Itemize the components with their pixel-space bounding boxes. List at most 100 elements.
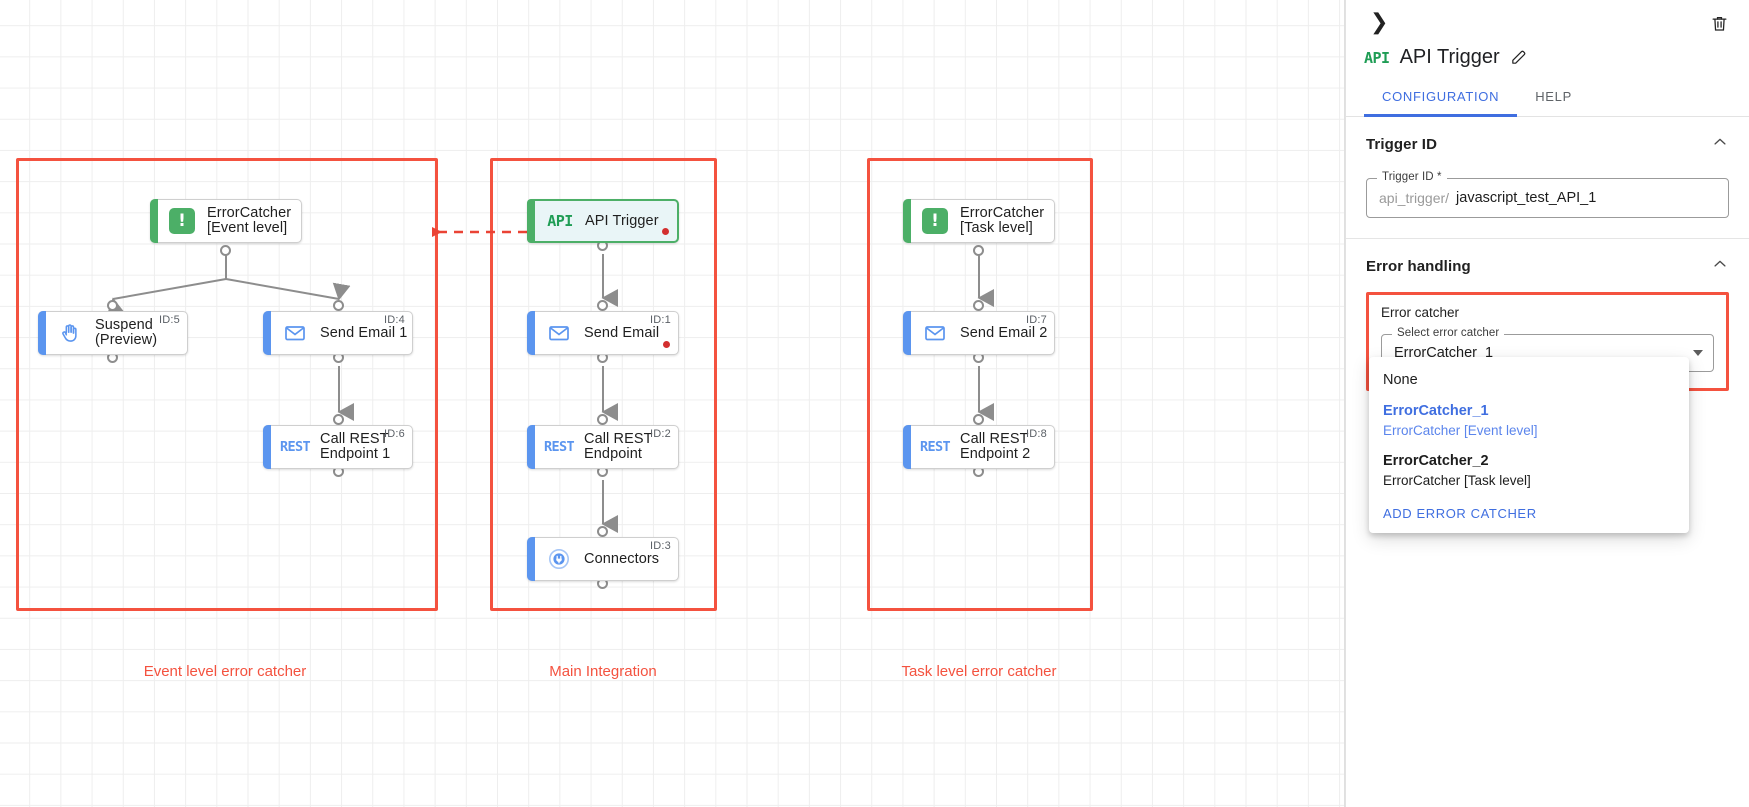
panel-tabs: CONFIGURATION HELP — [1346, 69, 1749, 117]
trash-icon[interactable] — [1708, 12, 1731, 35]
node-label: Call REST Endpoint — [584, 431, 653, 462]
dropdown-option-sublabel: ErrorCatcher [Task level] — [1383, 473, 1531, 488]
section-error-handling-header[interactable]: Error handling — [1366, 255, 1729, 278]
properties-panel: ❯ API API Trigger CONFIGURATION HEL — [1345, 0, 1749, 807]
port-in-rest2[interactable] — [973, 414, 984, 425]
node-error-catcher-task[interactable]: ! ErrorCatcher [Task level] — [903, 199, 1055, 243]
node-send-email-1[interactable]: Send Email 1 ID:4 — [263, 311, 413, 355]
error-catcher-highlight-box: Error catcher Select error catcher Error… — [1366, 292, 1729, 533]
node-id-badge: ID:8 — [1026, 428, 1047, 440]
group-caption-task-level: Task level error catcher — [901, 663, 1057, 680]
node-accent-bar — [150, 199, 158, 243]
node-label: Send Email 2 — [960, 324, 1048, 341]
port-in-email1[interactable] — [333, 300, 344, 311]
port-in-connectors[interactable] — [597, 526, 608, 537]
page-title: API Trigger — [1399, 46, 1500, 68]
port-out-ec-task[interactable] — [973, 245, 984, 256]
pencil-icon[interactable] — [1510, 49, 1527, 66]
group-frame-main-integration — [490, 158, 717, 611]
chevron-up-icon[interactable] — [1711, 133, 1729, 156]
node-label: Send Email — [584, 324, 660, 341]
node-send-email[interactable]: Send Email ID:1 — [527, 311, 679, 355]
group-frame-event-level — [16, 158, 438, 611]
node-accent-bar — [527, 537, 535, 581]
dropdown-option-label: ErrorCatcher_2 — [1383, 453, 1489, 469]
port-out-ec-event[interactable] — [220, 245, 231, 256]
connector-icon — [542, 547, 576, 571]
rest-icon: REST — [919, 439, 951, 455]
dropdown-option-label: None — [1383, 372, 1418, 388]
node-id-badge: ID:2 — [650, 428, 671, 440]
dropdown-option-sublabel: ErrorCatcher [Event level] — [1383, 423, 1538, 438]
node-accent-bar — [38, 311, 46, 355]
error-catcher-icon: ! — [918, 208, 952, 234]
error-catcher-label: Error catcher — [1381, 305, 1460, 320]
port-in-email2[interactable] — [973, 300, 984, 311]
port-in-email[interactable] — [597, 300, 608, 311]
envelope-icon — [278, 321, 312, 345]
chevron-up-icon[interactable] — [1711, 255, 1729, 278]
section-error-handling: Error handling Error catcher Select erro… — [1346, 239, 1749, 533]
trigger-id-input[interactable]: javascript_test_API_1 — [1456, 190, 1597, 206]
envelope-icon — [918, 321, 952, 345]
node-id-badge: ID:4 — [384, 314, 405, 326]
node-api-trigger[interactable]: API API Trigger — [527, 199, 679, 243]
chevron-down-icon[interactable] — [1693, 350, 1703, 356]
chevron-right-icon[interactable]: ❯ — [1370, 10, 1389, 35]
add-error-catcher-button[interactable]: ADD ERROR CATCHER — [1383, 506, 1537, 521]
node-label: ErrorCatcher [Task level] — [960, 205, 1045, 236]
tab-help[interactable]: HELP — [1535, 89, 1572, 104]
node-accent-bar — [903, 425, 911, 469]
node-accent-bar — [263, 425, 271, 469]
node-call-rest-endpoint-1[interactable]: REST Call REST Endpoint 1 ID:6 — [263, 425, 413, 469]
node-connectors[interactable]: Connectors ID:3 — [527, 537, 679, 581]
panel-header: API API Trigger — [1346, 36, 1749, 69]
node-accent-bar — [527, 425, 535, 469]
trigger-id-prefix: api_trigger/ — [1379, 190, 1450, 206]
tab-configuration[interactable]: CONFIGURATION — [1364, 83, 1518, 117]
section-title: Error handling — [1366, 258, 1471, 275]
canvas-right-edge — [1344, 0, 1345, 807]
node-id-badge: ID:7 — [1026, 314, 1047, 326]
trigger-id-field[interactable]: Trigger ID * api_trigger/ javascript_tes… — [1366, 171, 1729, 218]
node-id-badge: ID:3 — [650, 540, 671, 552]
port-in-suspend[interactable] — [107, 300, 118, 311]
node-label: Suspend (Preview) — [95, 317, 158, 348]
group-caption-main-integration: Main Integration — [549, 663, 657, 680]
node-label: Send Email 1 — [320, 324, 408, 341]
node-label: ErrorCatcher [Event level] — [207, 205, 292, 236]
node-accent-bar — [263, 311, 271, 355]
select-error-catcher-legend: Select error catcher — [1392, 327, 1505, 339]
error-catcher-icon: ! — [165, 208, 199, 234]
section-trigger-id: Trigger ID Trigger ID * api_trigger/ jav… — [1346, 117, 1749, 239]
dropdown-option-none[interactable]: None — [1369, 365, 1689, 396]
node-label: API Trigger — [585, 212, 659, 229]
dropdown-option-label: ErrorCatcher_1 — [1383, 403, 1489, 419]
node-accent-bar — [903, 311, 911, 355]
section-title: Trigger ID — [1366, 136, 1438, 153]
node-label: Call REST Endpoint 2 — [960, 431, 1031, 462]
port-in-rest1[interactable] — [333, 414, 344, 425]
rest-icon: REST — [279, 439, 311, 455]
flow-canvas[interactable]: Event level error catcher Main Integrati… — [0, 0, 1345, 807]
node-accent-bar — [903, 199, 911, 243]
envelope-icon — [542, 321, 576, 345]
api-icon: API — [547, 212, 573, 230]
dropdown-option-errorcatcher-2[interactable]: ErrorCatcher_2 ErrorCatcher [Task level] — [1369, 446, 1689, 496]
error-catcher-dropdown[interactable]: None ErrorCatcher_1 ErrorCatcher [Event … — [1369, 357, 1689, 533]
dropdown-option-errorcatcher-1[interactable]: ErrorCatcher_1 ErrorCatcher [Event level… — [1369, 396, 1689, 446]
node-label: Connectors — [584, 550, 660, 567]
port-in-rest[interactable] — [597, 414, 608, 425]
group-frame-task-level — [867, 158, 1093, 611]
node-error-indicator — [663, 341, 670, 348]
node-error-catcher-event[interactable]: ! ErrorCatcher [Event level] — [150, 199, 302, 243]
section-trigger-id-header[interactable]: Trigger ID — [1366, 133, 1729, 156]
hand-icon — [53, 322, 87, 344]
group-caption-event-level: Event level error catcher — [143, 663, 307, 680]
node-suspend[interactable]: Suspend (Preview) ID:5 — [38, 311, 188, 355]
node-send-email-2[interactable]: Send Email 2 ID:7 — [903, 311, 1055, 355]
node-id-badge: ID:5 — [159, 314, 180, 326]
node-call-rest-endpoint-2[interactable]: REST Call REST Endpoint 2 ID:8 — [903, 425, 1055, 469]
node-call-rest-endpoint[interactable]: REST Call REST Endpoint ID:2 — [527, 425, 679, 469]
